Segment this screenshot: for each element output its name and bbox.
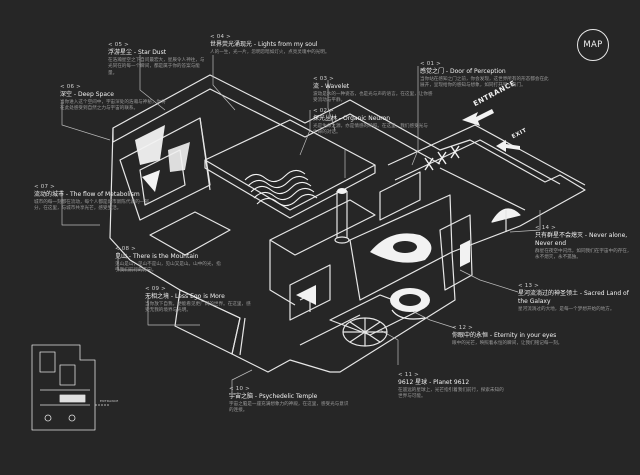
label-07-number: < 07 >	[34, 184, 55, 190]
label-07-desc: 城市的每一刻都在流动，每个人都是城市新陈代谢的一部分，在这里，与城市共享光芒，感…	[34, 200, 149, 212]
exhibit-neuron-lamp	[334, 188, 350, 244]
label-02-number: < 02 >	[313, 108, 334, 114]
label-10: < 10 > 宇宙之脑 - Psychedelic Temple 宇宙之脑是一座…	[229, 386, 349, 415]
label-02-title: 探光丛林 - Organic Neuron	[313, 115, 391, 122]
exhibit-wave	[244, 169, 318, 207]
label-05-number: < 05 >	[108, 42, 129, 48]
label-10-title: 宇宙之脑 - Psychedelic Temple	[229, 393, 318, 400]
label-10-desc: 宇宙之脑是一座充满想象力的神殿，在这里，感受光与意识的连接。	[229, 402, 349, 414]
label-01-title: 感觉之门 - Door of Perception	[420, 68, 506, 75]
label-08: < 08 > 见山 - There is the Mountain 见山是山，见…	[115, 246, 225, 275]
label-11-title: 9612 星球 - Planet 9612	[398, 379, 470, 386]
label-04-title: 世界荧光涌现光 - Lights from my soul	[210, 41, 318, 48]
label-07-title: 流动的城市 - The flow of Metabolism	[34, 191, 140, 198]
label-12: < 12 > 你眼中的永恒 - Eternity in your eyes 眼中…	[452, 325, 572, 347]
entrance-arrow	[462, 109, 494, 126]
label-09-number: < 09 >	[145, 286, 166, 292]
label-14: < 14 > 只有群星不会熄灭 - Never alone, Never end…	[535, 225, 635, 262]
map-badge: MAP	[577, 29, 609, 61]
label-09: < 09 > 无相之境 - Less Ego is More 当你放下自我，便能…	[145, 286, 255, 315]
label-04-number: < 04 >	[210, 34, 231, 40]
label-13-desc: 星河流淌过的大地，是每一个梦想开始的地方。	[518, 307, 615, 312]
label-02: < 02 > 探光丛林 - Organic Neuron 光是生命之源，亦是情感…	[313, 108, 428, 137]
label-01-desc: 当你站在感知之门之前，你会发现，这世界所有的形态都会在此展开，呈现给你的感知与想…	[420, 77, 549, 89]
label-12-desc: 眼中的光芒，映照着永恒的瞬间，让我们铭记每一刻。	[452, 341, 563, 346]
label-13-number: < 13 >	[518, 283, 539, 289]
mini-entrance-tag: ENTRANCE	[100, 399, 119, 403]
label-14-desc: 群星在夜空中闪烁，如同我们在宇宙中的存在，永不熄灭，永不孤独。	[535, 249, 632, 261]
exhibit-umbrella	[491, 208, 521, 232]
label-04: < 04 > 世界荧光涌现光 - Lights from my soul 人的一…	[210, 34, 330, 56]
mini-map	[31, 344, 110, 431]
label-14-title: 只有群星不会熄灭 - Never alone, Never end	[535, 232, 628, 247]
label-03-number: < 03 >	[313, 76, 334, 82]
exhibit-door-xxx	[424, 145, 460, 171]
exhibit-dome	[342, 317, 388, 347]
exhibit-ring-eye	[370, 233, 432, 263]
label-04-desc: 人的一生，光一片，忽明忽暗如灯火，点亮灵魂中的光明。	[210, 50, 330, 55]
label-08-title: 见山 - There is the Mountain	[115, 253, 199, 260]
label-05-title: 浮游星尘 - Star Dust	[108, 49, 167, 56]
exhibit-triangles	[135, 125, 190, 192]
label-09-desc: 当你放下自我，便能看见更广阔的世界。在这里，感受无我的境界与光明。	[145, 302, 251, 314]
label-08-number: < 08 >	[115, 246, 136, 252]
exhibit-side-panel	[460, 240, 470, 267]
exhibit-planet	[390, 288, 430, 320]
floor-plan-outline	[109, 74, 586, 373]
label-06: < 06 > 深空 - Deep Space 当你进入这个空间中，宇宙深处的浩瀚…	[60, 84, 170, 113]
label-14-number: < 14 >	[535, 225, 556, 231]
label-12-number: < 12 >	[452, 325, 473, 331]
label-01-number: < 01 >	[420, 61, 441, 67]
label-03: < 03 > 流 - Wavelet 波动是水的一种姿态，也是光与声的语言。在这…	[313, 76, 433, 105]
label-02-desc: 光是生命之源，亦是情感的映照。在这里，我们感受光与生命的对话。	[313, 124, 428, 136]
label-05: < 05 > 浮游星尘 - Star Dust 在浩瀚星空之下自问最宏大，星辰令…	[108, 42, 208, 77]
label-12-title: 你眼中的永恒 - Eternity in your eyes	[452, 332, 557, 339]
label-01: < 01 > 感觉之门 - Door of Perception 当你站在感知之…	[420, 61, 550, 90]
label-03-desc: 波动是水的一种姿态，也是光与声的语言。在这里，让你感受流动与平静。	[313, 92, 433, 104]
label-09-title: 无相之境 - Less Ego is More	[145, 293, 225, 300]
label-06-title: 深空 - Deep Space	[60, 91, 114, 98]
exit-arrow	[496, 140, 520, 152]
label-11-number: < 11 >	[398, 372, 419, 378]
label-10-number: < 10 >	[229, 386, 250, 392]
label-07: < 07 > 流动的城市 - The flow of Metabolism 城市…	[34, 184, 149, 213]
label-13-title: 星河流淌过的神圣领土 - Sacred Land of the Galaxy	[518, 290, 629, 305]
label-08-desc: 见山是山，见山不是山，见山又是山。山中的光，指引我们前行的方向。	[115, 262, 221, 274]
leader-lines	[61, 55, 541, 393]
label-11: < 11 > 9612 星球 - Planet 9612 在遥远的星球上，光芒指…	[398, 372, 508, 401]
label-06-number: < 06 >	[60, 84, 81, 90]
label-11-desc: 在遥远的星球上，光芒指引着我们前行，探索未知的世界与可能。	[398, 388, 504, 400]
label-05-desc: 在浩瀚星空之下自问最宏大，星辰令人神往，与光同在的每一个瞬间，都是属于你的答案与…	[108, 58, 205, 76]
label-03-title: 流 - Wavelet	[313, 83, 350, 90]
label-13: < 13 > 星河流淌过的神圣领土 - Sacred Land of the G…	[518, 283, 630, 313]
exhibit-mountain	[296, 285, 316, 305]
label-06-desc: 当你进入这个空间中，宇宙深处的浩瀚与神秘，你将在此处感受到自然之力与宇宙的联系。	[60, 100, 166, 112]
